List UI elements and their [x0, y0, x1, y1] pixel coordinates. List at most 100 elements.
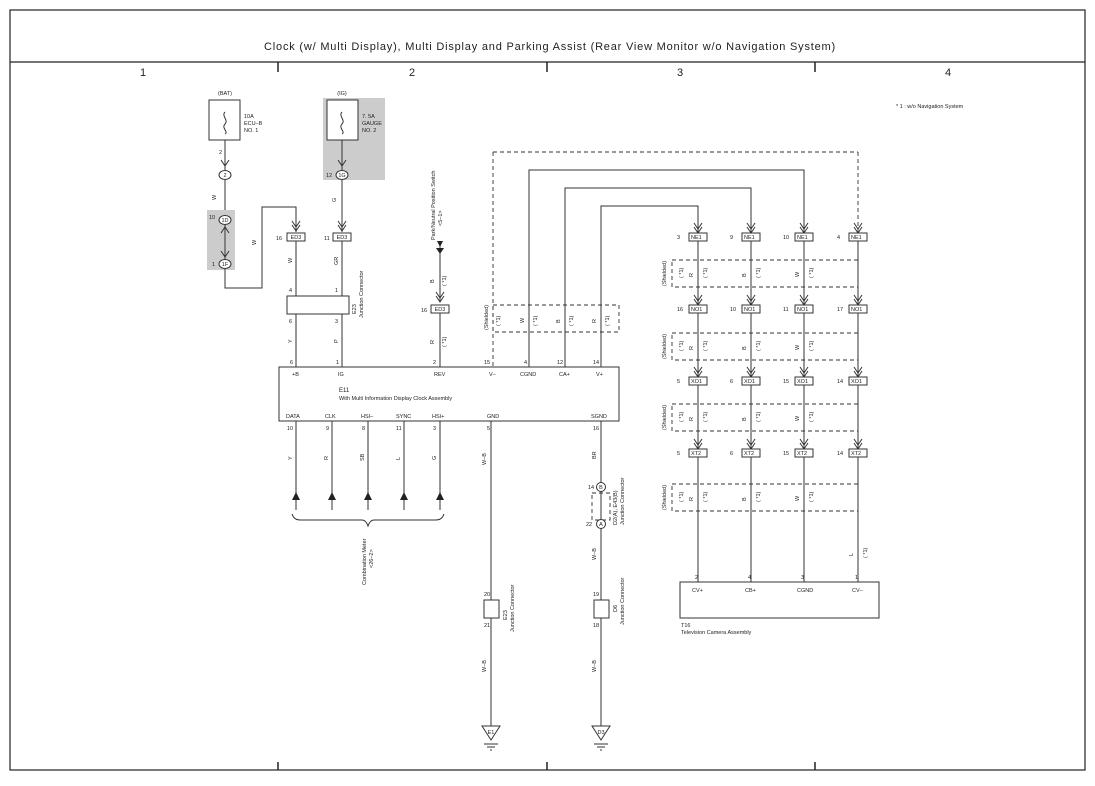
- shield-star: ( *1): [679, 267, 685, 278]
- connector-pin: 17: [837, 307, 843, 313]
- connector-ne1: [688, 232, 708, 242]
- shield-box: [671, 483, 859, 512]
- d6-desc: Junction Connector: [620, 577, 626, 625]
- ecu-top-pins: 6 +B 1 IG 2 REV 15 V– 4 CGND 12 CA+ 14 V…: [290, 360, 603, 378]
- fuse-bat-number: NO. 1: [244, 128, 258, 134]
- connector-label-xo1: XO1: [744, 379, 755, 385]
- connector-xo1: [741, 376, 761, 386]
- conn-1d-label: 1D: [221, 218, 228, 224]
- shield-star: ( *1): [756, 267, 762, 278]
- shield-wire-color: B: [742, 417, 748, 421]
- gnd-e1: W–B 20 21 E23 Junction Connector W–B E1: [481, 421, 516, 751]
- shield-wire-color: W: [795, 344, 801, 350]
- shield-wire-color: W: [795, 495, 801, 501]
- wire-color-g: G: [332, 198, 338, 202]
- note-star1: * 1 : w/o Navigation System: [896, 104, 964, 110]
- e23b-pin-top: 20: [484, 592, 490, 598]
- column-3: 3: [677, 67, 683, 79]
- d2-conn-bot: A: [599, 522, 603, 528]
- connector-label-ne1: NE1: [851, 235, 862, 241]
- ecu-pin-cgnd: CGND: [520, 372, 536, 378]
- e23b-name: E23: [503, 610, 509, 620]
- ecu-pin-hsiminus: HSI–: [361, 414, 374, 420]
- shielded-label: (Shielded): [662, 485, 668, 510]
- fuse-bat-rating: 10A: [244, 114, 254, 120]
- connector-ne1: [741, 232, 761, 242]
- shield-star: ( *1): [809, 491, 815, 502]
- connector-label-xo1: XO1: [797, 379, 808, 385]
- ecu-pin-9: 9: [326, 426, 329, 432]
- connector-label-ne1: NE1: [744, 235, 755, 241]
- ecu-pin-4: 4: [524, 360, 527, 366]
- ecu-e11: E11 With Multi Information Display Clock…: [278, 360, 620, 432]
- camera-star: ( *1): [863, 547, 869, 558]
- fuse-bat-pin: 2: [219, 150, 222, 156]
- combination-meter-wires: Y R SB L G Combination Meter <26–2>: [288, 421, 445, 585]
- connector-pin: 10: [783, 235, 789, 241]
- shield-wire-color: R: [689, 417, 695, 421]
- connector-xo1: [848, 376, 868, 386]
- fuse-ig-source: (IG): [337, 91, 347, 97]
- cam-pin-cgnd: CGND: [797, 588, 813, 594]
- star1-park-2: ( *1): [442, 336, 448, 347]
- meter-wire-y: Y: [288, 456, 294, 460]
- conn-1d-pin: 10: [209, 215, 215, 221]
- connector-pin: 5: [677, 379, 680, 385]
- ecu-pin-sgnd: SGND: [591, 414, 607, 420]
- ecu-pin-2: 2: [433, 360, 436, 366]
- ecu-name: With Multi Information Display Clock Ass…: [339, 396, 452, 402]
- connector-pin: 6: [730, 379, 733, 385]
- connector-pin: 11: [783, 307, 789, 313]
- ecu-star-1: ( *1): [533, 315, 539, 326]
- shield-box: [671, 332, 859, 361]
- ecu-ref: E11: [339, 388, 350, 394]
- shielded-label: (Shielded): [662, 334, 668, 359]
- shield-star: ( *1): [809, 267, 815, 278]
- connector-ne1: [794, 232, 814, 242]
- connector-label-no1: NO1: [744, 307, 755, 313]
- connector-pin: 5: [677, 451, 680, 457]
- shield-wire-color: W: [795, 271, 801, 277]
- conn-1g-pin: 12: [326, 173, 332, 179]
- connector-label-ne1: NE1: [797, 235, 808, 241]
- column-1: 1: [140, 67, 146, 79]
- connector-label-xt2: XT2: [797, 451, 807, 457]
- shielded-label-ecu: (Shielded): [484, 305, 490, 330]
- connector-no1: [688, 304, 708, 314]
- connector-no1: [848, 304, 868, 314]
- ecu-pin-6: 6: [290, 360, 293, 366]
- connector-pin: 15: [783, 451, 789, 457]
- e23b-pin-bot: 21: [484, 623, 490, 629]
- ed3-c-pin: 16: [421, 308, 427, 314]
- ecu-pin-caplus: CA+: [559, 372, 570, 378]
- e23-pin-4: 4: [289, 288, 292, 294]
- ground-e1-label: E1: [488, 730, 495, 736]
- column-2: 2: [409, 67, 415, 79]
- ecu-pin-15: 15: [484, 360, 490, 366]
- ground-d3-label: D3: [597, 730, 604, 736]
- meter-wire-r: R: [324, 456, 330, 460]
- ecu-pin-14: 14: [593, 360, 599, 366]
- cam-pin-3: 3: [801, 575, 804, 581]
- e23-pin-6: 6: [289, 319, 292, 325]
- ecu-pin-8: 8: [362, 426, 365, 432]
- connector-pin: 16: [677, 307, 683, 313]
- wire-color-w-3: W: [288, 257, 294, 263]
- park-switch-name: Park/Neutral Position Switch: [431, 171, 437, 240]
- d2-desc: Junction Connector: [620, 477, 626, 525]
- shield-star: ( *1): [809, 411, 815, 422]
- conn-1f-pin: 1: [212, 262, 215, 268]
- fuse-bat-source: (BAT): [218, 91, 232, 97]
- ecu-pin-11: 11: [396, 426, 402, 432]
- connector-label-no1: NO1: [691, 307, 702, 313]
- connector-label-xo1: XO1: [851, 379, 862, 385]
- fuse-bat-name: ECU–B: [244, 121, 263, 127]
- connector-pin: 6: [730, 451, 733, 457]
- shield-box: [671, 259, 859, 288]
- conn-1f-label: 1F: [222, 262, 229, 268]
- d2-conn-top: B: [599, 485, 603, 491]
- shielded-label: (Shielded): [662, 261, 668, 286]
- connector-pin: 10: [730, 307, 736, 313]
- shield-star: ( *1): [679, 411, 685, 422]
- ecu-pin-vminus: V–: [489, 372, 497, 378]
